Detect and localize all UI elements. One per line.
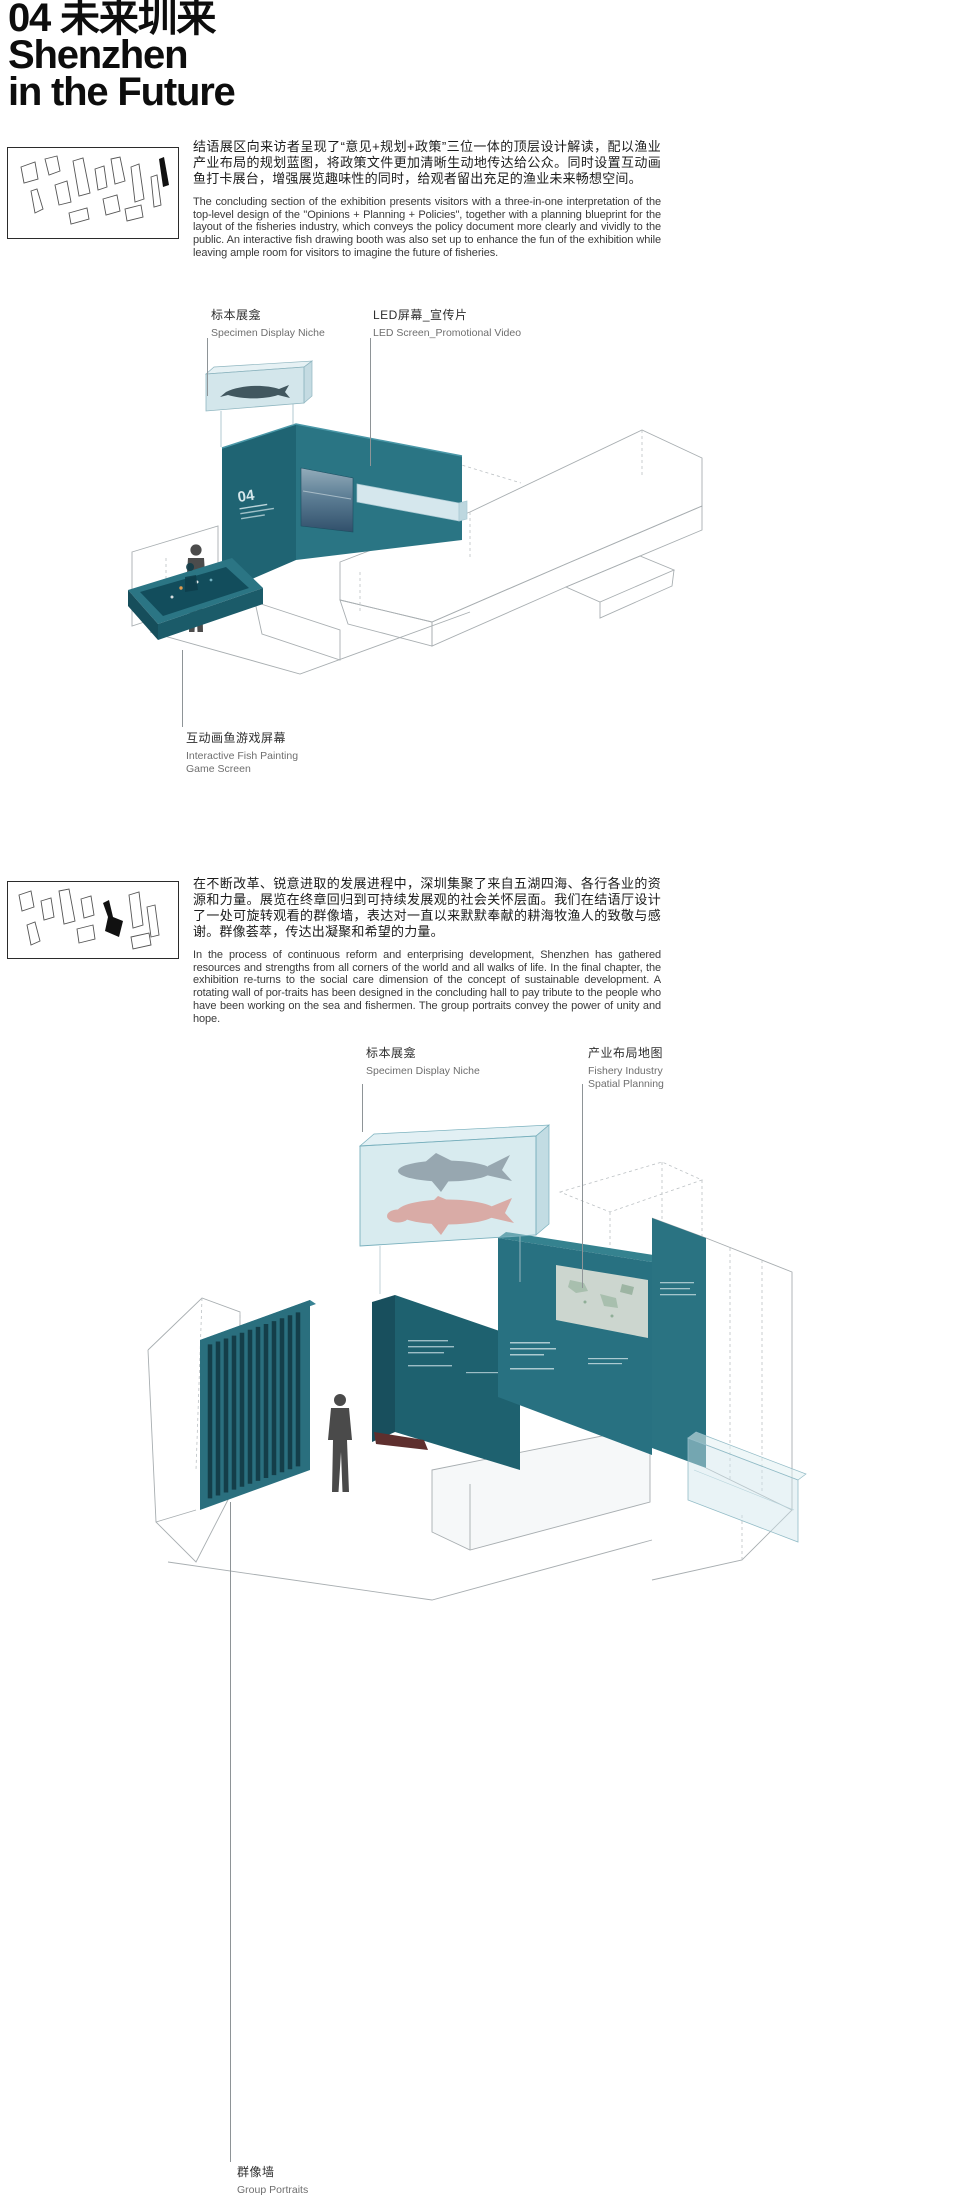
section2-paragraph-en: In the process of continuous reform and … <box>193 949 661 1025</box>
right-wall <box>652 1218 706 1468</box>
portrait-slat-wall <box>200 1300 316 1510</box>
label-fish-game: 互动画鱼游戏屏幕 Interactive Fish Painting Game … <box>186 731 299 775</box>
inner-room <box>372 1295 520 1470</box>
fish-game-table <box>128 558 263 640</box>
axon-drawing-2 <box>147 1084 807 2162</box>
specimen-case-1 <box>204 360 314 447</box>
section1-paragraph-en: The concluding section of the exhibition… <box>193 196 661 259</box>
title-en-line2: in the Future <box>8 70 236 114</box>
plan-highlight-wall-2 <box>103 900 123 937</box>
map-wall <box>498 1232 660 1455</box>
section1-text: 结语展区向来访者呈现了“意见+规划+政策”三位一体的顶层设计解读，配以渔业产业布… <box>193 139 661 260</box>
title-cn: 未来圳来 <box>60 0 216 40</box>
section2-paragraph-cn: 在不断改革、锐意进取的发展进程中，深圳集聚了来自五湖四海、各行各业的资源和力量。… <box>193 876 661 939</box>
leader-lines-2 <box>230 1084 583 2162</box>
title-en-line1: Shenzhen <box>8 33 189 77</box>
label-specimen-niche-2: 标本展龛 Specimen Display Niche <box>366 1046 480 1077</box>
red-sculpture <box>374 1432 428 1450</box>
porpoise <box>387 1196 514 1235</box>
chapter-number: 04 <box>8 0 51 40</box>
axon-drawing-1: 04 <box>128 338 703 727</box>
glass-showcase <box>687 1431 807 1543</box>
wall-title: 04 <box>236 487 275 520</box>
light-box <box>356 483 468 522</box>
label-specimen-niche-1: 标本展龛 Specimen Display Niche <box>211 308 325 339</box>
plan-highlight-wall <box>159 157 169 187</box>
page-title: 04 未来圳来 Shenzhen in the Future <box>8 0 236 114</box>
specimen-case-2 <box>358 1124 551 1294</box>
plan-sketch-1 <box>7 147 179 239</box>
title-line-1: 04 未来圳来 <box>8 0 235 40</box>
shark <box>398 1153 512 1192</box>
game-screen-content <box>170 563 213 599</box>
exhibit-wall-1: 04 <box>221 423 468 592</box>
label-industry-map: 产业布局地图 Fishery Industry Spatial Planning <box>588 1046 664 1090</box>
person-silhouette-2 <box>328 1394 352 1492</box>
wireframe-hall-1 <box>131 429 703 675</box>
plan-sketch-2 <box>7 881 179 959</box>
leader-lines-1 <box>182 338 371 727</box>
section2-text: 在不断改革、锐意进取的发展进程中，深圳集聚了来自五湖四海、各行各业的资源和力量。… <box>193 876 661 1025</box>
led-screen <box>300 467 354 533</box>
fish-specimen <box>220 385 290 399</box>
label-group-portraits: 群像墙 Group Portraits <box>237 2165 309 2196</box>
label-led-screen: LED屏幕_宣传片 LED Screen_Promotional Video <box>373 308 522 339</box>
section1-paragraph-cn: 结语展区向来访者呈现了“意见+规划+政策”三位一体的顶层设计解读，配以渔业产业布… <box>193 139 661 186</box>
svg-text:04: 04 <box>236 487 256 507</box>
